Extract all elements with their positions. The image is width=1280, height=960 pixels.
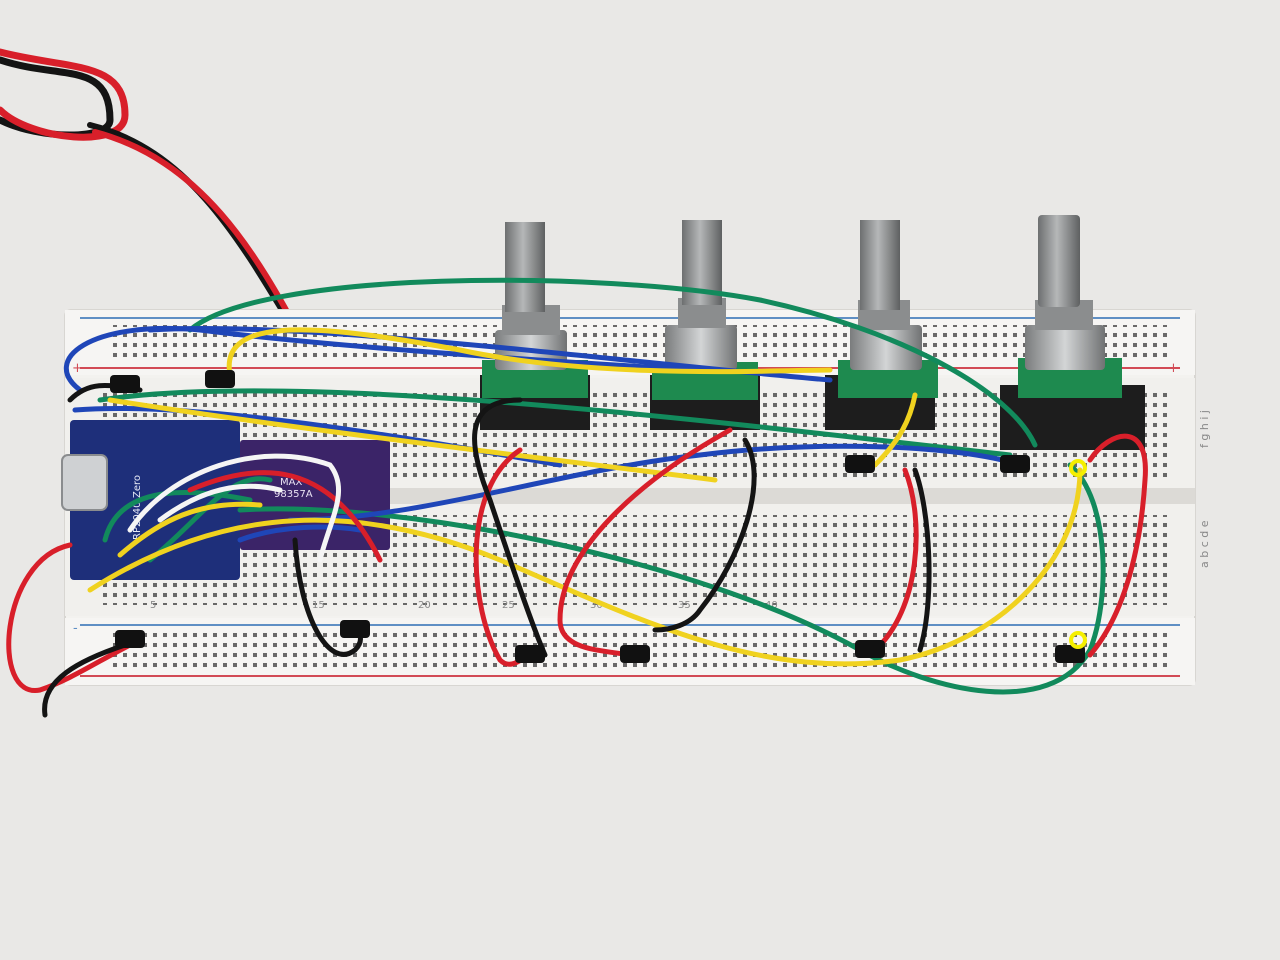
top-rail-plus-right: + — [1168, 361, 1179, 376]
board-name-label: RP2040-Zero — [132, 475, 143, 540]
green-wire-middle — [97, 388, 1013, 458]
column-number-5: 5 — [150, 600, 156, 611]
plug — [855, 640, 885, 658]
plug — [845, 455, 875, 473]
column-number-25: 25 — [502, 600, 515, 611]
row-letters-bottom: a b c d e — [1198, 520, 1211, 568]
red-wire-enc3 — [872, 467, 919, 653]
yellow-wire-mid — [107, 397, 718, 483]
plug — [115, 630, 145, 648]
bottom-rail-minus-left: - — [73, 621, 78, 636]
plug — [1000, 455, 1030, 473]
yellow-wire-board — [117, 501, 263, 558]
plug — [620, 645, 650, 663]
power-wire-red — [0, 48, 129, 141]
row-letters-top: f g h i j — [1198, 410, 1211, 448]
blue-wire-short — [237, 524, 363, 543]
black-wire-left — [42, 642, 128, 718]
white-wire-2 — [157, 483, 283, 523]
green-wire-bottom-arc — [237, 462, 1106, 695]
blue-wire-lower — [287, 443, 1023, 523]
red-wire-enc1 — [473, 447, 533, 667]
wire-plugs — [110, 370, 1085, 663]
highlight-hole-bottom — [1069, 631, 1087, 649]
rotary-encoder-3 — [825, 220, 938, 430]
red-wire-left-loop — [6, 542, 133, 693]
green-wire-board — [147, 476, 273, 563]
top-rail-plus-left: + — [72, 361, 83, 376]
plug — [110, 375, 140, 393]
white-wire-1 — [127, 453, 341, 563]
green-wire-top-arc — [187, 277, 1038, 448]
black-wire-enc1-loop — [472, 397, 548, 658]
yellow-wire-top — [226, 327, 833, 378]
black-wire-enc2-loop — [652, 437, 757, 633]
plug — [205, 370, 235, 388]
red-wire-right-loop — [1087, 433, 1148, 658]
yellow-wire-encoder3 — [872, 392, 918, 468]
highlight-hole-top — [1069, 459, 1087, 477]
amp-part-label: 98357A — [274, 489, 313, 500]
usb-c-connector — [61, 454, 108, 511]
amp-name-label: MAX — [280, 477, 302, 488]
jumper-wires — [6, 277, 1148, 718]
column-number-35: 35 — [678, 600, 691, 611]
black-wire-enc3 — [912, 467, 932, 653]
plug — [1055, 645, 1085, 663]
red-wire-board — [187, 470, 383, 563]
highlight-markers — [1069, 459, 1087, 649]
plug — [515, 645, 545, 663]
breadboard: + + f g h i j a b c d e - 5 15 20 25 30 … — [64, 309, 1211, 686]
column-number-15: 15 — [312, 600, 325, 611]
column-number-40: 40 — [765, 600, 778, 611]
red-wire-enc2 — [557, 427, 733, 658]
rotary-encoder-4 — [1000, 215, 1145, 450]
column-number-20: 20 — [418, 600, 431, 611]
plug — [340, 620, 370, 638]
column-number-30: 30 — [590, 600, 603, 611]
